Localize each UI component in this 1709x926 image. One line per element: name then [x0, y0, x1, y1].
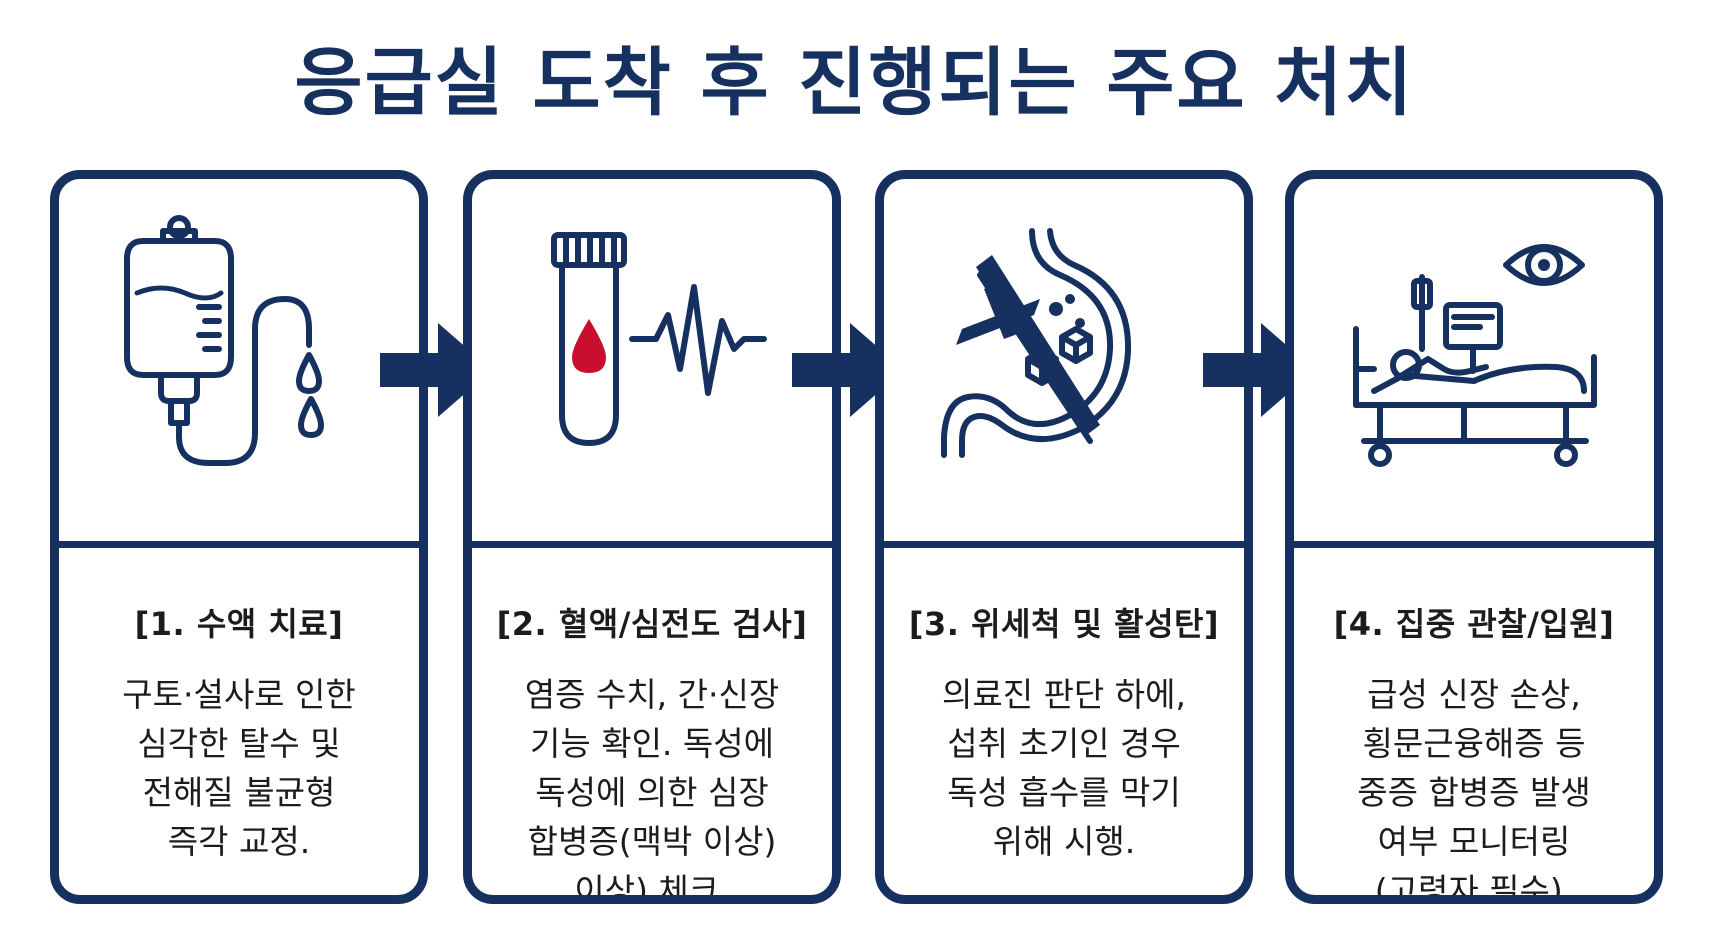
card-divider	[1294, 541, 1654, 548]
description-line: 급성 신장 손상,	[1367, 675, 1581, 714]
step-card-3: [3. 위세척 및 활성탄] 의료진 판단 하에, 섭취 초기인 경우 독성 흡…	[875, 170, 1253, 904]
description-line: 이상) 체크.	[574, 871, 730, 904]
stomach-no-charcoal-icon	[884, 179, 1244, 541]
iv-bag-icon	[59, 179, 419, 541]
step-card-4: [4. 집중 관찰/입원] 급성 신장 손상, 횡문근융해증 등 중증 합병증 …	[1285, 170, 1663, 904]
card-divider	[884, 541, 1244, 548]
description-line: 횡문근융해증 등	[1362, 724, 1586, 763]
step-description: 염증 수치, 간·신장 기능 확인. 독성에 독성에 의한 심장 합병증(맥박 …	[472, 670, 832, 904]
step-heading: [4. 집중 관찰/입원]	[1333, 605, 1615, 643]
description-line: 전해질 불균형	[142, 773, 336, 812]
step-heading: [2. 혈액/심전도 검사]	[496, 605, 808, 643]
page-title: 응급실 도착 후 진행되는 주요 처치	[294, 40, 1415, 126]
card-divider	[59, 541, 419, 548]
step-text-1: [1. 수액 치료] 구토·설사로 인한 심각한 탈수 및 전해질 불균형 즉각…	[59, 548, 419, 895]
description-line: 즉각 교정.	[167, 822, 311, 861]
description-line: 의료진 판단 하에,	[942, 675, 1186, 714]
step-text-2: [2. 혈액/심전도 검사] 염증 수치, 간·신장 기능 확인. 독성에 독성…	[472, 548, 832, 895]
blood-test-tube-ecg-icon	[472, 179, 832, 541]
description-line: 합병증(맥박 이상)	[527, 822, 777, 861]
step-description: 구토·설사로 인한 심각한 탈수 및 전해질 불균형 즉각 교정.	[59, 670, 419, 866]
step-card-2: [2. 혈액/심전도 검사] 염증 수치, 간·신장 기능 확인. 독성에 독성…	[463, 170, 841, 904]
description-line: 독성 흡수를 막기	[947, 773, 1181, 812]
step-card-1: [1. 수액 치료] 구토·설사로 인한 심각한 탈수 및 전해질 불균형 즉각…	[50, 170, 428, 904]
step-text-3: [3. 위세척 및 활성탄] 의료진 판단 하에, 섭취 초기인 경우 독성 흡…	[884, 548, 1244, 895]
description-line: 심각한 탈수 및	[137, 724, 341, 763]
description-line: (고령자 필수).	[1374, 871, 1574, 904]
step-heading: [3. 위세척 및 활성탄]	[908, 605, 1220, 643]
step-text-4: [4. 집중 관찰/입원] 급성 신장 손상, 횡문근융해증 등 중증 합병증 …	[1294, 548, 1654, 895]
description-line: 염증 수치, 간·신장	[524, 675, 780, 714]
card-divider	[472, 541, 832, 548]
description-line: 여부 모니터링	[1377, 822, 1571, 861]
step-description: 의료진 판단 하에, 섭취 초기인 경우 독성 흡수를 막기 위해 시행.	[884, 670, 1244, 866]
description-line: 섭취 초기인 경우	[947, 724, 1181, 763]
description-line: 구토·설사로 인한	[122, 675, 356, 714]
step-heading: [1. 수액 치료]	[134, 605, 344, 643]
step-description: 급성 신장 손상, 횡문근융해증 등 중증 합병증 발생 여부 모니터링 (고령…	[1294, 670, 1654, 904]
description-line: 독성에 의한 심장	[535, 773, 769, 812]
hospital-bed-monitor-eye-icon	[1294, 179, 1654, 541]
description-line: 기능 확인. 독성에	[530, 724, 774, 763]
description-line: 중증 합병증 발생	[1357, 773, 1591, 812]
description-line: 위해 시행.	[992, 822, 1136, 861]
